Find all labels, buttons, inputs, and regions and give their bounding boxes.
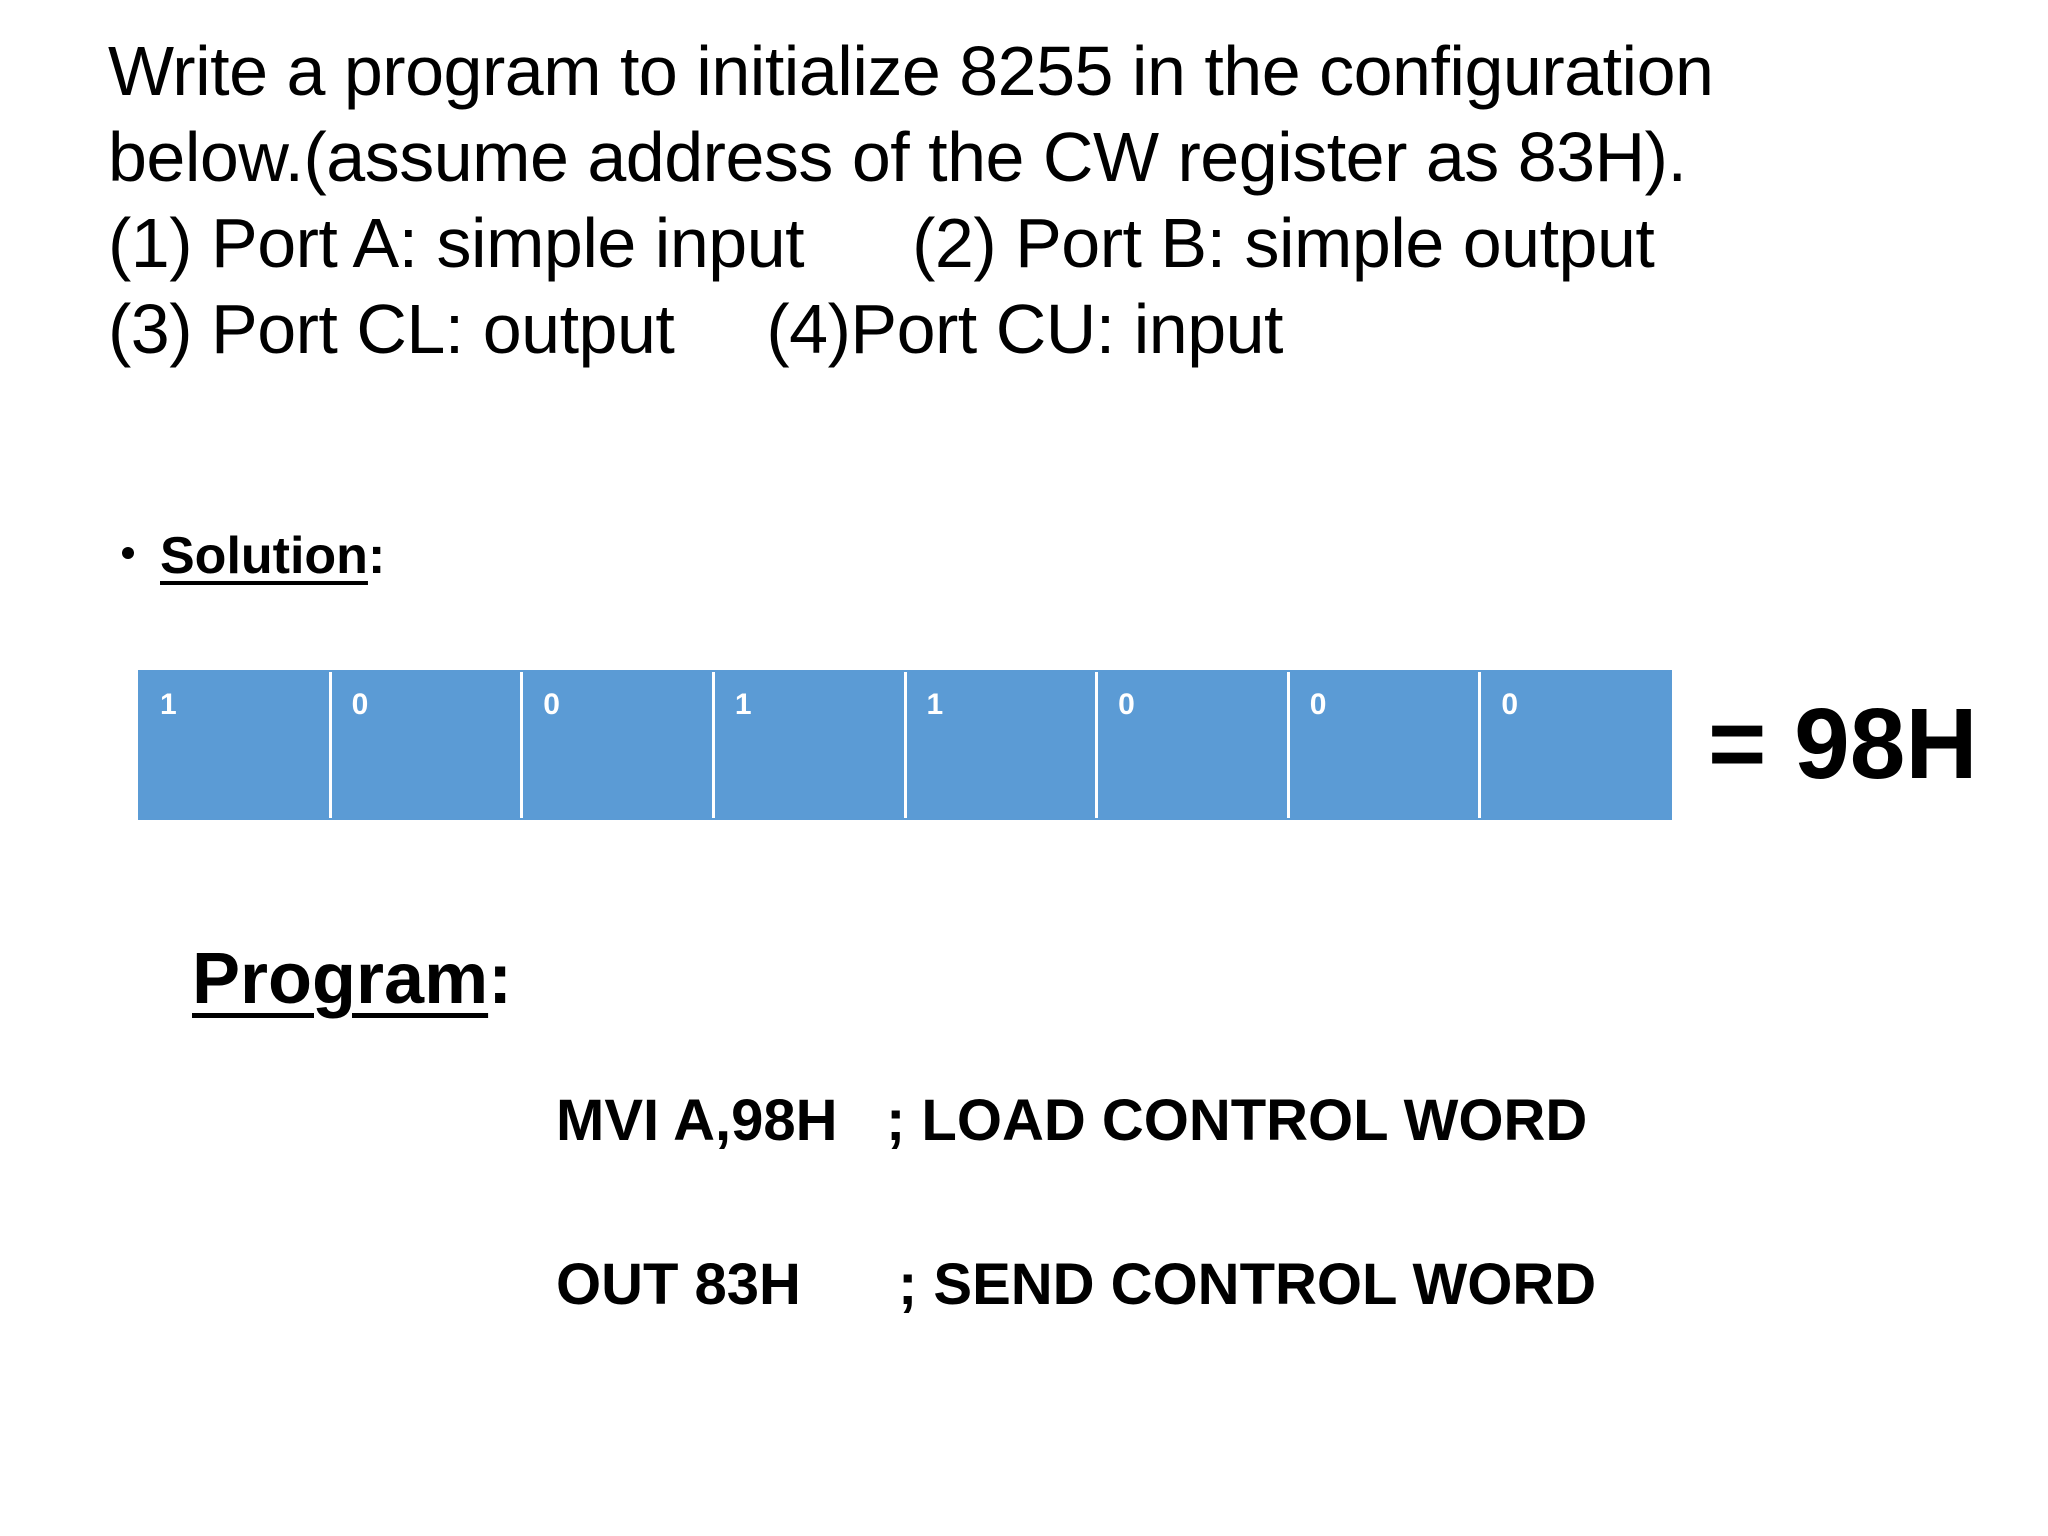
bit-value-d1: 0 [1309,688,1327,721]
bit-cell-d0: 0 [1481,672,1670,818]
question-item-3: (3) Port CL: output [108,290,675,368]
question-items-row-1: (1) Port A: simple input (2) Port B: simp… [108,200,2008,286]
bullet-icon [122,547,134,560]
code-comment: ; LOAD CONTROL WORD [886,1088,1588,1153]
question-text: Write a program to initialize 8255 in th… [108,28,2008,372]
bit-cell-d1: 0 [1290,672,1482,818]
solution-label: Solution [160,527,368,585]
program-label: Program [192,939,489,1019]
bit-value-d0: 0 [1501,688,1519,721]
code-instruction: MVI A,98H [556,1088,838,1153]
solution-heading: Solution: [122,524,385,588]
code-line: OUT 83H ; SEND CONTROL WORD [556,1250,1596,1320]
code-instruction: OUT 83H [556,1252,801,1317]
code-comment: ; SEND CONTROL WORD [898,1252,1597,1317]
code-line: MVI A,98H ; LOAD CONTROL WORD [556,1086,1587,1156]
control-word-result: = 98H [1708,688,1978,800]
bit-value-d5: 0 [543,688,560,721]
control-word-register: 1 0 0 1 1 0 0 0 [138,670,1672,820]
question-item-4: (4)Port CU: input [766,290,1283,368]
bit-value-d2: 0 [1118,688,1135,721]
bit-value-d7: 1 [160,688,177,721]
bit-cell-d7: 1 [140,672,332,818]
bit-value-d3: 1 [926,688,944,721]
question-line-1: Write a program to initialize 8255 in th… [108,32,1714,110]
bit-value-d4: 1 [734,688,752,721]
bit-cell-d6: 0 [332,672,524,818]
question-line-2: below.(assume address of the CW register… [108,118,1687,196]
program-heading: Program: [192,936,512,1022]
bit-cell-d5: 0 [523,672,715,818]
bit-cell-d4: 1 [715,672,907,818]
program-colon: : [488,939,513,1019]
question-item-1: (1) Port A: simple input [108,204,805,282]
bit-cell-d3: 1 [907,672,1099,818]
solution-colon: : [367,527,386,585]
bit-cell-d2: 0 [1098,672,1290,818]
question-items-row-2: (3) Port CL: output (4)Port CU: input [108,286,2008,372]
question-item-2: (2) Port B: simple output [912,204,1655,282]
bit-value-d6: 0 [351,688,369,721]
